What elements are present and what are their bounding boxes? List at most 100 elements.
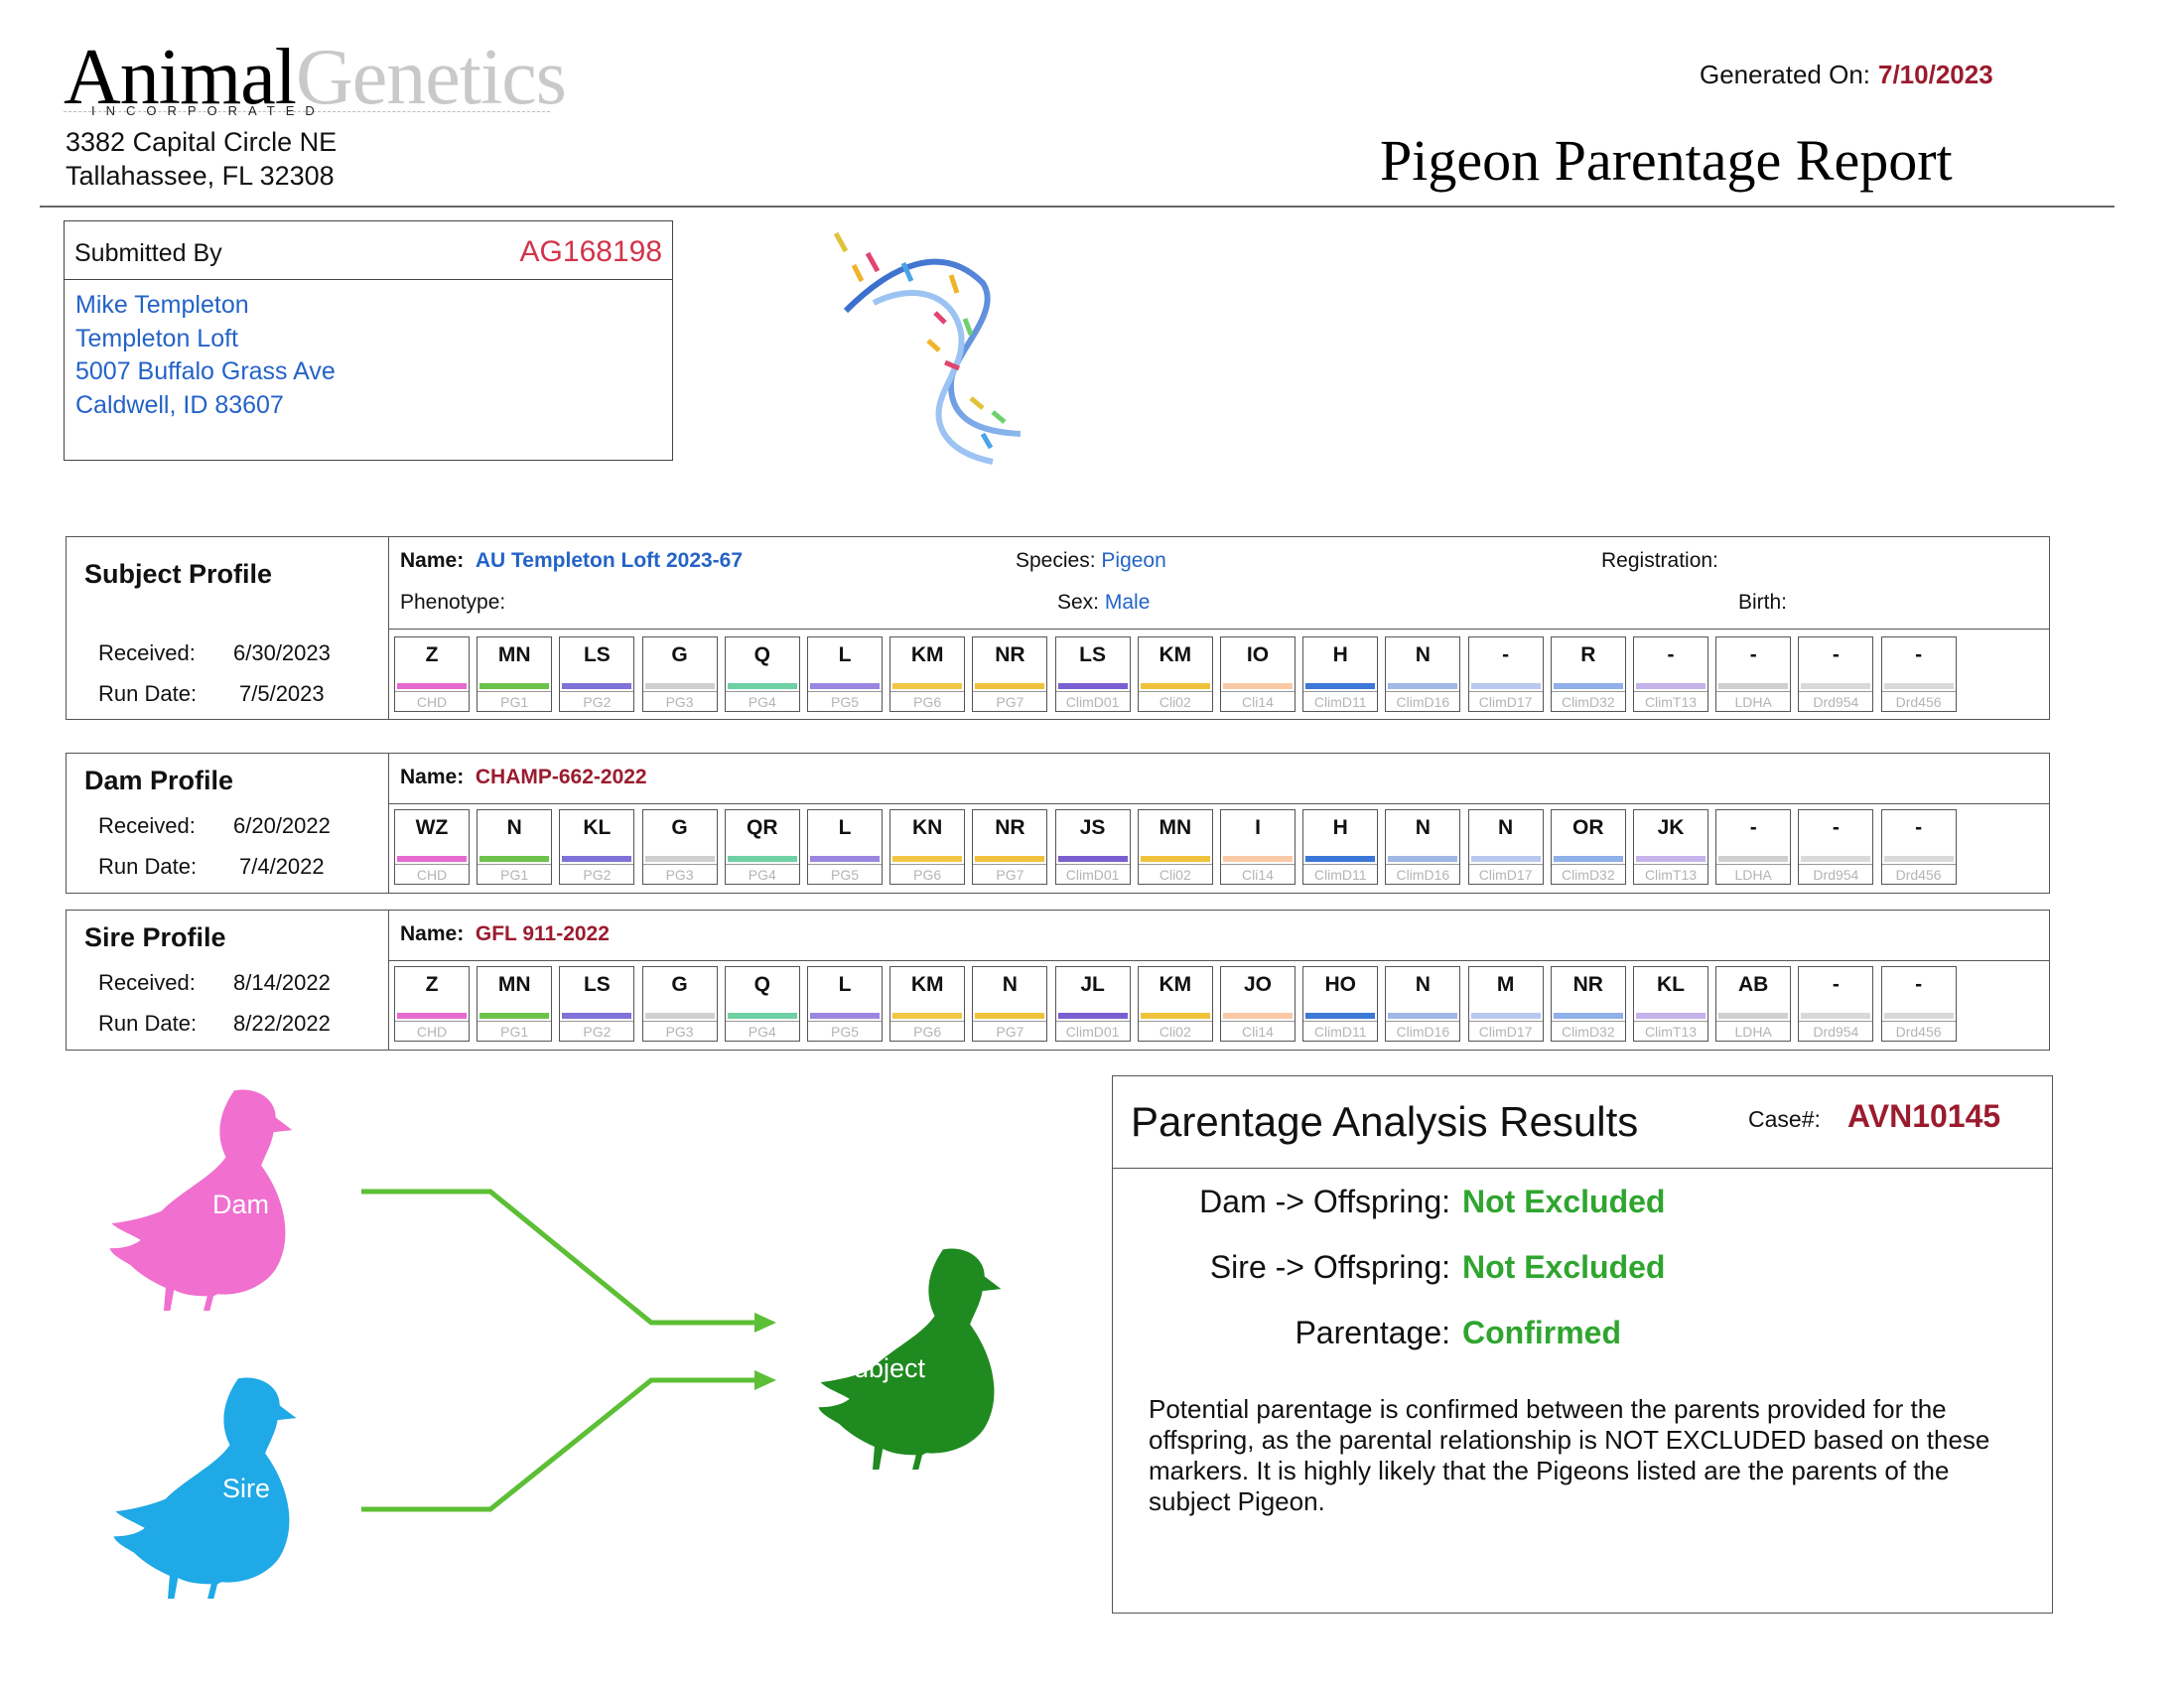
marker-locus-label: PG2 — [560, 864, 634, 885]
marker-color-bar — [479, 683, 550, 689]
marker-locus-label: Drd954 — [1799, 691, 1873, 712]
marker-allele: N — [1415, 973, 1431, 996]
marker-locus-label: PG6 — [890, 691, 965, 712]
marker-color-bar — [892, 856, 963, 862]
submitted-by-box: Submitted By AG168198 Mike Templeton Tem… — [64, 220, 673, 461]
marker-cell: L PG5 — [807, 809, 883, 885]
marker-locus-label: Drd954 — [1799, 1021, 1873, 1042]
marker-locus-label: Cli02 — [1138, 691, 1212, 712]
marker-allele: KM — [1159, 973, 1192, 996]
address-line-2: Tallahassee, FL 32308 — [66, 161, 335, 191]
marker-allele: - — [1502, 643, 1510, 666]
parentage-results-box: Parentage Analysis Results Case#: AVN101… — [1112, 1075, 2053, 1614]
dam-name-label: Name: — [400, 766, 465, 788]
dam-arrow-head — [754, 1313, 776, 1333]
marker-locus-label: PG6 — [890, 1021, 965, 1042]
subject-profile-title: Subject Profile — [84, 559, 273, 589]
marker-allele: OR — [1572, 816, 1604, 839]
marker-allele: WZ — [415, 816, 449, 839]
submitter-name: Mike Templeton — [75, 291, 249, 319]
results-title: Parentage Analysis Results — [1131, 1098, 1639, 1145]
logo-accent-text: Genetics — [295, 34, 567, 121]
marker-allele: - — [1832, 973, 1840, 996]
marker-locus-label: Drd456 — [1881, 691, 1956, 712]
marker-color-bar — [1305, 683, 1376, 689]
marker-allele: N — [1498, 816, 1514, 839]
result-value: Not Excluded — [1462, 1249, 1666, 1285]
marker-color-bar — [975, 1013, 1045, 1019]
marker-color-bar — [727, 1013, 797, 1019]
dam-profile-title: Dam Profile — [84, 766, 234, 795]
marker-color-bar — [1801, 1013, 1871, 1019]
subject-birth-label: Birth: — [1738, 591, 1788, 614]
dna-helix-icon — [834, 231, 1022, 465]
marker-allele: H — [1332, 816, 1348, 839]
marker-color-bar — [397, 683, 467, 689]
dam-profile-panel: Dam Profile Received: 6/20/2022 Run Date… — [66, 753, 2050, 894]
marker-color-bar — [1883, 1013, 1954, 1019]
marker-cell: -Drd954 — [1798, 636, 1874, 712]
marker-color-bar — [1057, 683, 1128, 689]
marker-locus-label: LDHA — [1716, 1021, 1791, 1042]
marker-color-bar — [397, 1013, 467, 1019]
marker-allele: MN — [497, 643, 531, 666]
address-line-1: 3382 Capital Circle NE — [66, 127, 338, 157]
marker-allele: - — [1667, 643, 1675, 666]
marker-locus-label: ClimD32 — [1551, 691, 1625, 712]
marker-allele: JS — [1079, 816, 1106, 839]
subject-info-row: Name: AU Templeton Loft 2023-67 Species:… — [388, 537, 2049, 630]
result-label: Sire -> Offspring: — [1209, 1249, 1450, 1285]
marker-locus-label: PG2 — [560, 691, 634, 712]
marker-locus-label: PG5 — [808, 864, 882, 885]
marker-color-bar — [1718, 1013, 1789, 1019]
submitter-city: Caldwell, ID 83607 — [75, 390, 284, 419]
marker-cell: KM Cli02 — [1137, 636, 1213, 712]
marker-allele: KM — [1159, 643, 1192, 666]
marker-locus-label: ClimD32 — [1551, 864, 1625, 885]
result-row-sire: Sire -> Offspring: Not Excluded — [1133, 1249, 1666, 1286]
marker-color-bar — [1470, 856, 1541, 862]
marker-allele: Q — [753, 643, 770, 666]
marker-locus-label: ClimD11 — [1303, 691, 1378, 712]
marker-locus-label: PG7 — [973, 864, 1047, 885]
subject-species: Pigeon — [1101, 549, 1166, 572]
marker-locus-label: PG4 — [725, 864, 799, 885]
marker-color-bar — [644, 856, 715, 862]
marker-allele: - — [1915, 643, 1923, 666]
marker-locus-label: PG5 — [808, 691, 882, 712]
marker-locus-label: CHD — [395, 1021, 469, 1042]
marker-allele: HO — [1324, 973, 1356, 996]
marker-color-bar — [1140, 1013, 1210, 1019]
sire-name-field: Name: GFL 911-2022 — [400, 922, 610, 946]
marker-cell: OR ClimD32 — [1550, 809, 1626, 885]
marker-locus-label: ClimT13 — [1634, 1021, 1707, 1042]
marker-locus-label: ClimD11 — [1303, 864, 1378, 885]
marker-color-bar — [562, 683, 632, 689]
marker-color-bar — [1140, 683, 1210, 689]
marker-locus-label: PG5 — [808, 1021, 882, 1042]
subject-registration-label: Registration: — [1601, 549, 1718, 572]
sire-profile-panel: Sire Profile Received: 8/14/2022 Run Dat… — [66, 910, 2050, 1051]
sire-arrow-path — [361, 1377, 754, 1512]
marker-allele: L — [838, 816, 852, 839]
marker-color-bar — [975, 683, 1045, 689]
marker-locus-label: PG1 — [478, 1021, 552, 1042]
marker-allele: - — [1915, 973, 1923, 996]
subject-species-label: Species: — [1016, 549, 1096, 572]
